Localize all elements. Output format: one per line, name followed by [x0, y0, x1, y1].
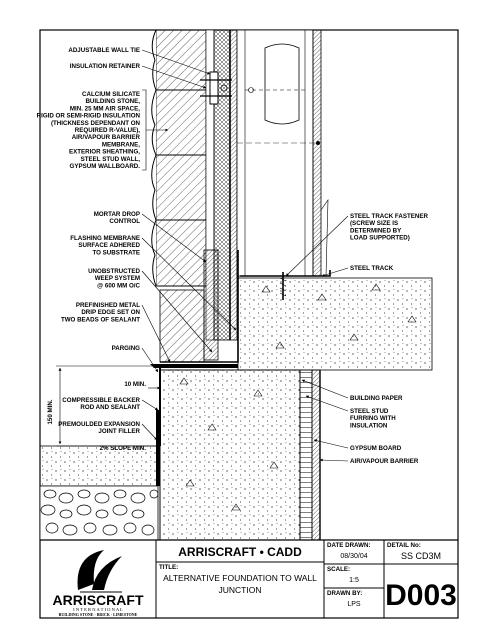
- detail-number: D003: [385, 579, 457, 612]
- left-callout-7: PARGING: [112, 345, 141, 352]
- right-callout-4: GYPSUM BOARD: [350, 445, 402, 452]
- left-callout-1: INSULATION RETAINER: [70, 63, 141, 70]
- logo-tagline: BUILDING STONE · BRICK · LIMESTONE: [59, 612, 138, 617]
- right-leader-2: [301, 379, 349, 399]
- dimension-150-min: [56, 365, 160, 447]
- mortar-drop-control: [203, 249, 219, 361]
- stone-veneer: [155, 29, 207, 287]
- right-leader-5: [319, 458, 349, 462]
- bottom-stone-course: [159, 289, 205, 363]
- title-block: [40, 539, 458, 618]
- company-name: ARRISCRAFT • CADD: [178, 545, 302, 559]
- right-callout-2: BUILDING PAPER: [350, 395, 403, 402]
- left-callout-0: ADJUSTABLE WALL TIE: [68, 47, 140, 54]
- left-leader-4: [141, 237, 237, 331]
- right-leader-0: [285, 215, 349, 277]
- date-value: 08/30/04: [340, 553, 367, 560]
- slab-aggregate: [261, 283, 417, 349]
- left-leader-6: [141, 304, 171, 363]
- drawn-label: DRAWN BY:: [327, 590, 362, 597]
- right-leader-3: [305, 395, 349, 412]
- drip-edge: [150, 364, 238, 368]
- left-leader-3: [141, 213, 207, 263]
- gypsum-board: [311, 369, 321, 541]
- dim-150-label: 150 MIN.: [47, 399, 54, 424]
- left-leader-0: [141, 49, 211, 75]
- left-leader-10: [141, 423, 158, 441]
- right-leader-1: [321, 267, 349, 277]
- right-callout-1: STEEL TRACK: [350, 265, 394, 272]
- adjustable-wall-tie: [200, 71, 232, 105]
- left-leader-7: [141, 347, 159, 373]
- left-callout-11: 2% SLOPE MIN.: [100, 445, 147, 452]
- left-leader-5: [141, 270, 213, 353]
- scale-value: 1:5: [349, 577, 359, 584]
- left-leader-9: [141, 399, 159, 411]
- date-label: DATE DRAWN:: [327, 542, 371, 549]
- scale-label: SCALE:: [327, 566, 350, 573]
- drawn-value: LPS: [347, 601, 361, 608]
- steel-stud-furring: [299, 369, 313, 541]
- stone-rough-face: [151, 29, 157, 287]
- drawing-title-line2: JUNCTION: [219, 585, 262, 595]
- detail-label: DETAIL No:: [387, 542, 421, 549]
- stud-web-knockout: [264, 43, 300, 125]
- floor-slab: [237, 277, 433, 371]
- arriscraft-logo-mark: [77, 550, 122, 593]
- gravel-stones: [40, 489, 159, 536]
- logo-name: ARRISCRAFT: [53, 592, 144, 608]
- left-callout-8: 10 MIN.: [124, 381, 146, 388]
- detail-code: SS CD3M: [401, 551, 441, 561]
- left-leader-1: [141, 65, 207, 89]
- logo-subtitle: I N T E R N A T I O N A L: [73, 607, 123, 612]
- left-bracket-2: [142, 89, 147, 171]
- steel-track: [240, 270, 331, 277]
- left-callouts: ADJUSTABLE WALL TIE INSULATION RETAINER CA…: [37, 47, 237, 452]
- gypsum-wallboard: [312, 29, 322, 277]
- gravel-base: [39, 485, 159, 541]
- drawing-title-line1: ALTERNATIVE FOUNDATION TO WALL: [163, 573, 317, 583]
- expansion-joint-filler: [156, 410, 160, 486]
- sheathing: [229, 29, 238, 341]
- right-callout-5: AIR/VAPOUR BARRIER: [350, 458, 419, 465]
- title-label: TITLE:: [159, 564, 178, 571]
- foundation-wall: [159, 369, 301, 541]
- foundation-aggregate: [179, 377, 279, 511]
- right-leader-4: [313, 439, 349, 449]
- exterior-slab: [39, 445, 159, 487]
